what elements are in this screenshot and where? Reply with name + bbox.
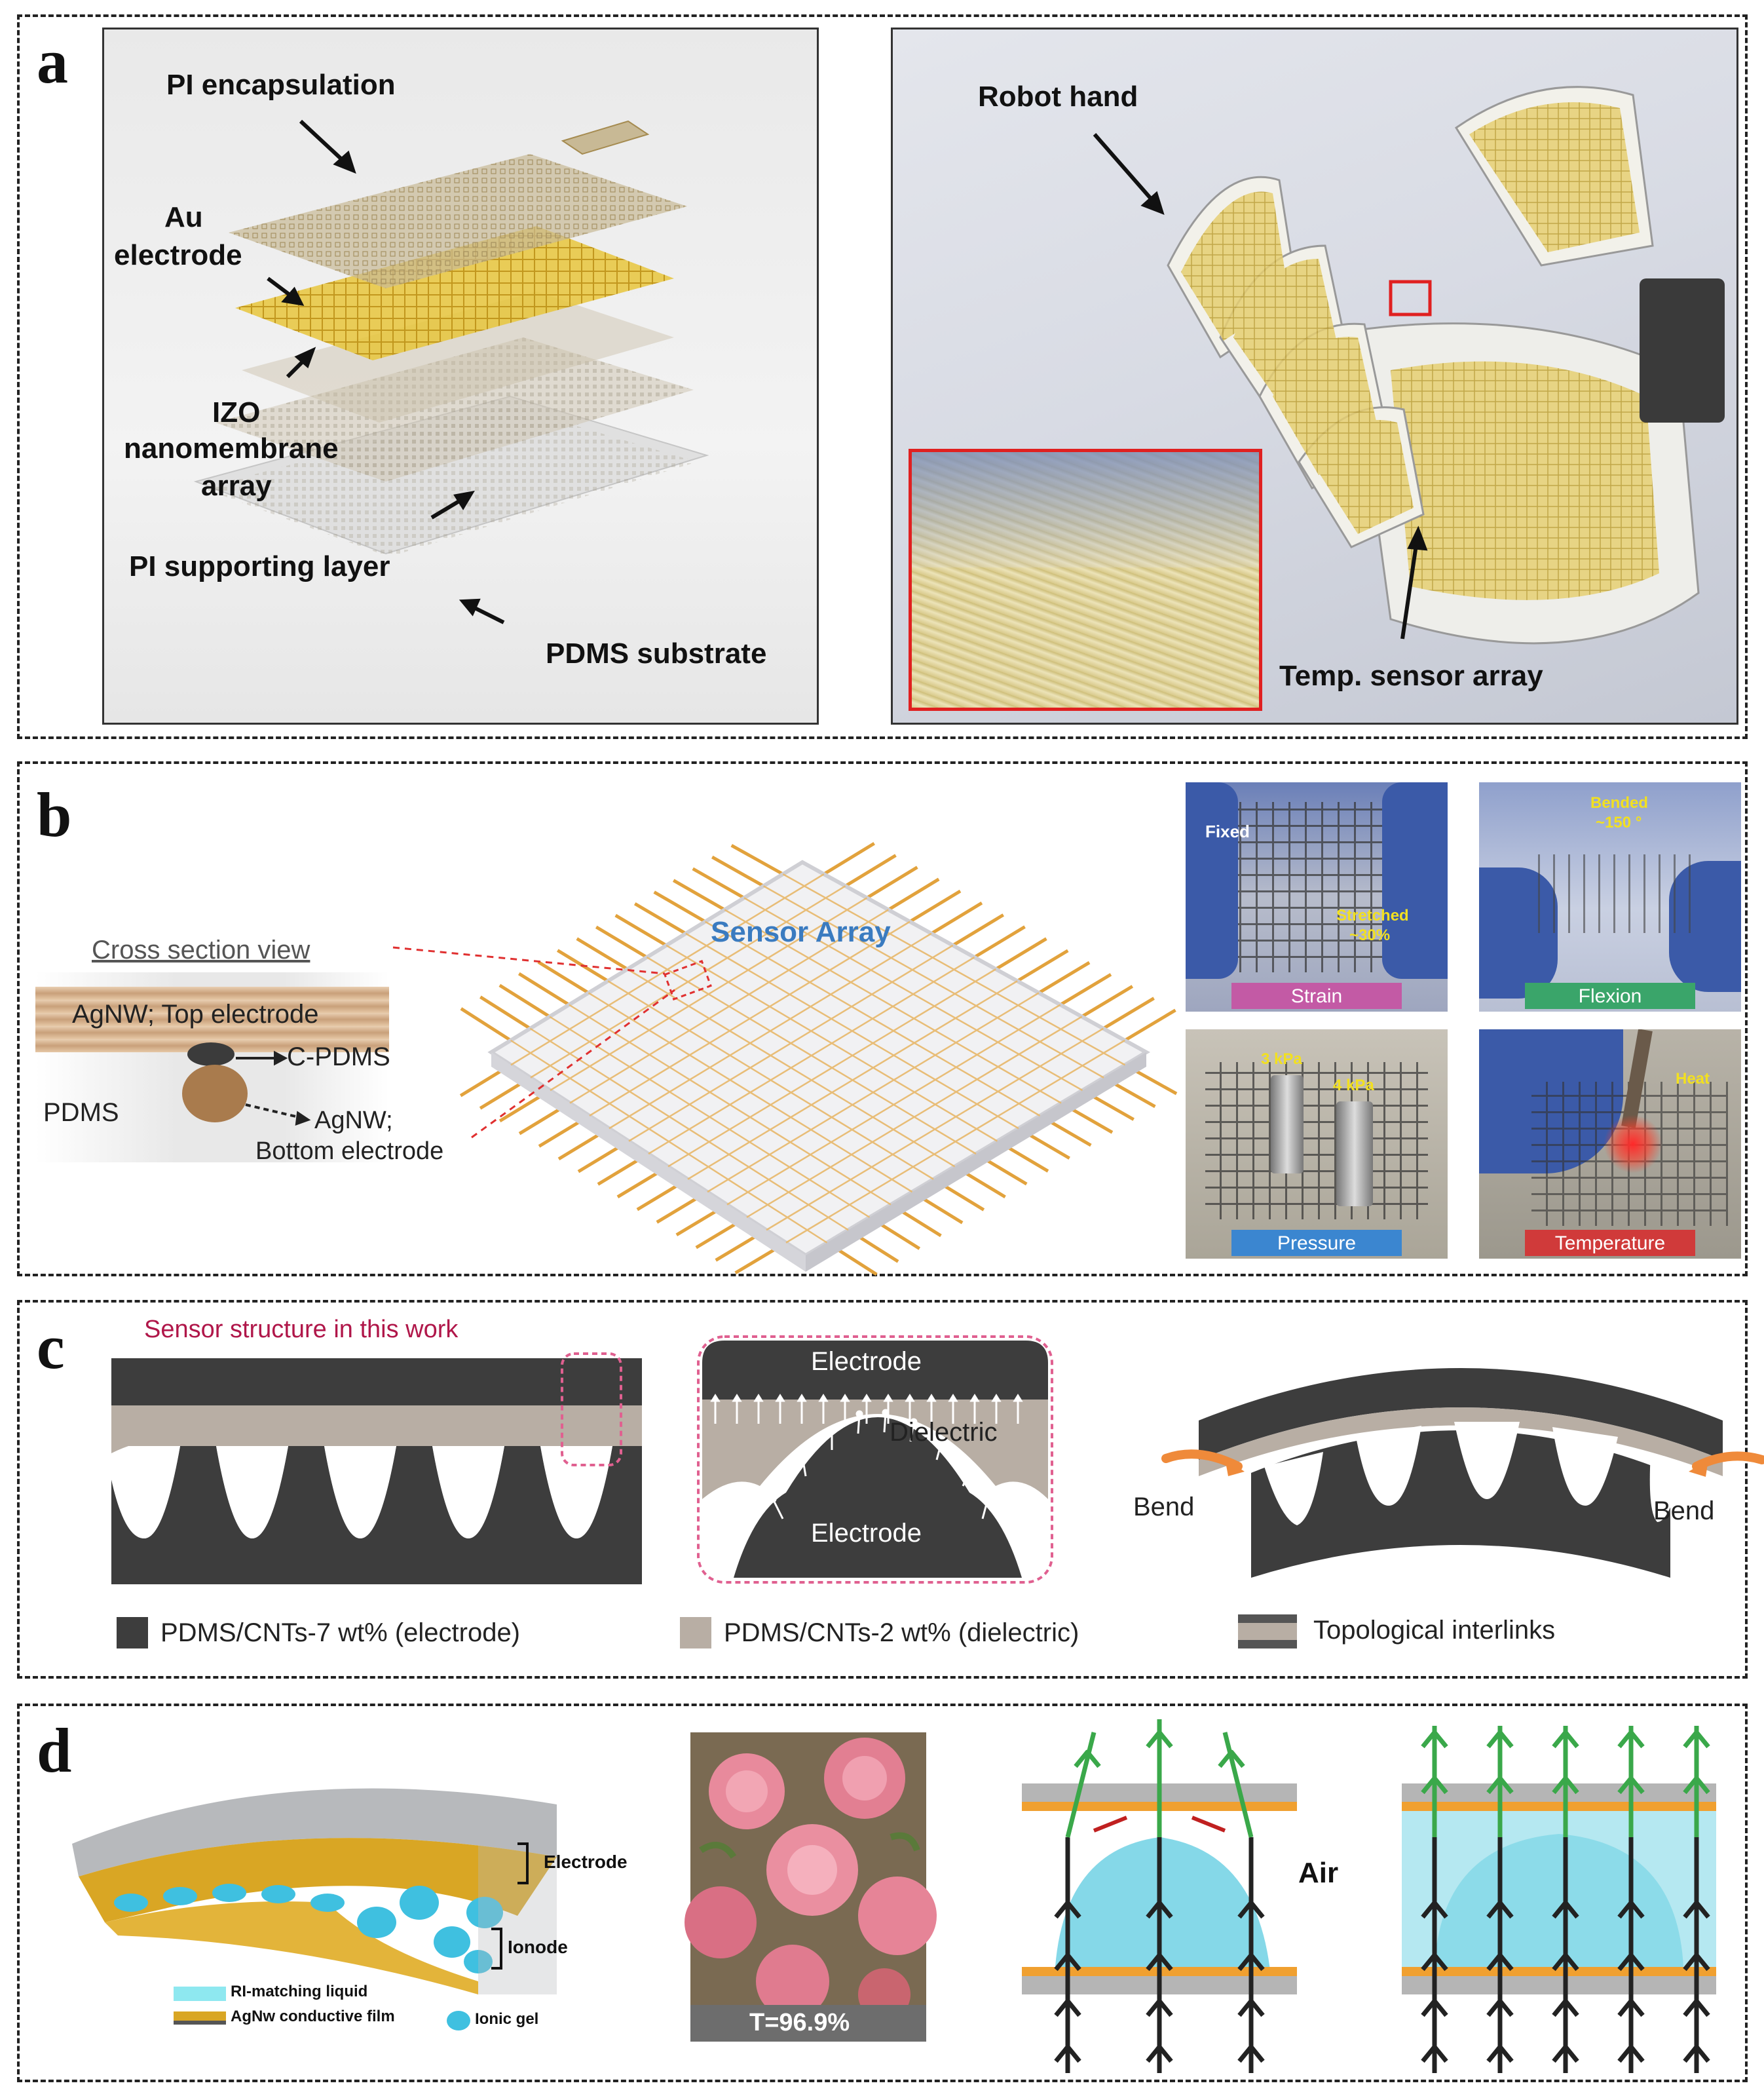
panel-d-drawing [72, 1719, 1716, 2073]
label-pi-encapsulation: PI encapsulation [166, 69, 396, 101]
legend-swatch-interlinks [1238, 1614, 1297, 1648]
panel-c-label: c [37, 1312, 65, 1382]
legend-ionic-gel: Ionic gel [475, 2010, 539, 2028]
legend-dielectric: PDMS/CNTs-2 wt% (dielectric) [724, 1618, 1079, 1647]
label-sensor-array: Sensor Array [711, 916, 891, 948]
label-electrode-bottom: Electrode [811, 1519, 922, 1548]
robot-hand-photo: Robot hand Temp. sensor array [891, 28, 1738, 725]
label-robot-hand: Robot hand [978, 81, 1138, 113]
panel-b: b Cross section view AgNW; Top electrode… [17, 761, 1748, 1276]
panel-c: c Sensor structure in this work [17, 1300, 1764, 1679]
legend-ri-liquid: RI-matching liquid [231, 1983, 368, 2000]
temperature-heat: Heat [1676, 1070, 1710, 1088]
label-electrode: Electrode [544, 1852, 628, 1872]
photo-pressure: 3 kPa 4 kPa Pressure [1186, 1029, 1448, 1259]
zoom-inset [909, 449, 1262, 711]
label-air: Air [1298, 1857, 1339, 1889]
pressure-3kpa: 3 kPa [1261, 1050, 1302, 1068]
label-top-electrode: AgNW; Top electrode [72, 1000, 319, 1029]
panel-c-title: Sensor structure in this work [144, 1316, 459, 1343]
legend-agnw-film: AgNw conductive film [231, 2008, 395, 2025]
label-izo-line2: nanomembrane [124, 432, 339, 465]
legend-swatch-electrode [117, 1617, 148, 1648]
cross-section-drawing [182, 1042, 311, 1126]
label-pdms-substrate: PDMS substrate [546, 638, 767, 670]
label-au-line1: Au [164, 201, 203, 233]
rose-image [685, 1738, 937, 2021]
strain-stretched-line2: ~30% [1349, 926, 1391, 944]
tag-flexion: Flexion [1525, 983, 1695, 1009]
photo-flexion: Bended ~150 ° Flexion [1479, 782, 1741, 1012]
label-electrode-top: Electrode [811, 1347, 922, 1376]
label-pdms: PDMS [43, 1098, 119, 1127]
label-dielectric: Dielectric [890, 1418, 998, 1447]
ionic-gel-beads [114, 1884, 503, 1973]
label-bottom-electrode-line1: AgNW; [314, 1107, 393, 1134]
pressure-4kpa: 4 kPa [1333, 1077, 1374, 1094]
izo-layer [242, 292, 674, 423]
sensor-structure-drawing [111, 1335, 1764, 1584]
legend-electrode: PDMS/CNTs-7 wt% (electrode) [160, 1618, 521, 1647]
label-bottom-electrode-line2: Bottom electrode [255, 1137, 444, 1165]
label-izo-line1: IZO [212, 396, 261, 429]
top-electrode-band [35, 987, 389, 1052]
cross-section-title: Cross section view [92, 936, 310, 964]
legend-interlinks: Topological interlinks [1313, 1616, 1556, 1645]
panel-a-label: a [37, 26, 68, 96]
layer-stack-image: PI encapsulation Au electrode IZO nanome… [102, 28, 819, 725]
label-pi-supporting: PI supporting layer [129, 550, 390, 582]
label-bend-left: Bend [1133, 1493, 1195, 1521]
panel-b-label: b [37, 780, 72, 850]
zoom-region-marker [1389, 280, 1432, 316]
label-transmittance: T=96.9% [749, 2009, 850, 2036]
legend-swatch-dielectric [680, 1617, 711, 1648]
label-temp-sensor-array: Temp. sensor array [1279, 660, 1543, 692]
label-bend-right: Bend [1653, 1496, 1715, 1525]
label-izo-line3: array [201, 470, 272, 502]
photo-temperature: Heat Temperature [1479, 1029, 1741, 1259]
strain-fixed: Fixed [1205, 822, 1250, 841]
panel-a: a [17, 14, 1748, 739]
tag-strain: Strain [1231, 983, 1402, 1009]
robot-hand-drawing [1093, 86, 1725, 645]
label-au-line2: electrode [114, 239, 242, 271]
strain-stretched-line1: Stretched [1336, 907, 1409, 924]
label-c-pdms: C-PDMS [287, 1042, 390, 1071]
panel-d: d [17, 1704, 1748, 2082]
sensor-array-drawing [392, 842, 1178, 1276]
photo-strain: Fixed Stretched ~30% Strain [1186, 782, 1448, 1012]
flexion-bended-line2: ~150 ° [1596, 814, 1642, 831]
label-ionode: Ionode [508, 1937, 568, 1957]
panel-d-label: d [37, 1715, 72, 1785]
tag-temperature: Temperature [1525, 1230, 1695, 1256]
layer-stack-drawing [193, 119, 709, 624]
tag-pressure: Pressure [1231, 1230, 1402, 1256]
flexion-bended-line1: Bended [1590, 794, 1649, 812]
